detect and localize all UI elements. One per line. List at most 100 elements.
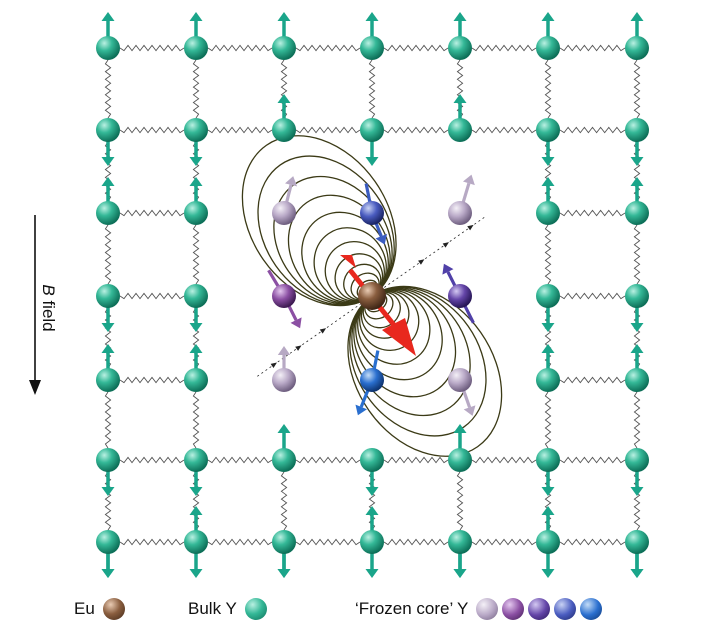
bulk-spin-arrow-icon (189, 569, 203, 578)
bulk-spin-arrow-icon (277, 94, 291, 103)
bulk-spin-arrow-icon (541, 506, 555, 515)
spring (559, 376, 626, 384)
bulk-y-atom (360, 118, 384, 142)
frozen-spin-arrow-icon (355, 404, 367, 416)
eu-atom (358, 282, 386, 310)
bulk-spin-arrow-icon (541, 323, 555, 332)
bulk-y-atom (96, 118, 120, 142)
frozen-spin-arrow-icon-shaft (446, 271, 457, 288)
bulk-y-atom (96, 530, 120, 554)
frozen-spin-arrow-icon (290, 317, 302, 329)
bulk-y-atom (625, 448, 649, 472)
spring (368, 59, 376, 119)
bulk-spin-arrow-icon (541, 344, 555, 353)
legend-frozen-label: ‘Frozen core’ Y (355, 599, 469, 618)
legend-frozen-core: ‘Frozen core’ Y (355, 596, 603, 622)
bulk-y-atom (625, 530, 649, 554)
frozen-spin-arrow-icon-shaft (461, 388, 472, 408)
bulk-spin-arrow-icon (101, 12, 115, 21)
frozen-spin-arrow-icon (277, 346, 291, 355)
bulk-y-atom (625, 368, 649, 392)
bulk-spin-arrow-icon (277, 12, 291, 21)
bulk-spin-arrow-icon (101, 157, 115, 166)
bulk-y-atom (96, 36, 120, 60)
legend-eu-label: Eu (74, 599, 95, 618)
bulk-spin-arrow-icon (101, 177, 115, 186)
bulk-spin-arrow-icon (101, 569, 115, 578)
spring (383, 126, 449, 134)
spring (104, 224, 112, 285)
spring (280, 471, 288, 531)
spring (192, 391, 200, 449)
spring (119, 126, 185, 134)
bulk-spin-arrow-icon (277, 569, 291, 578)
bulk-y-atom (536, 201, 560, 225)
bulk-y-atom (625, 284, 649, 308)
bulk-y-ball-icon (244, 598, 267, 620)
spring (559, 44, 626, 52)
frozen-spin-arrow-icon-shaft (284, 184, 293, 204)
frozen-core-y-atom (272, 284, 296, 308)
spring (559, 538, 626, 546)
bulk-y-atom (96, 201, 120, 225)
spring (192, 224, 200, 285)
bulk-y-atom (448, 530, 472, 554)
bulk-spin-arrow-icon (630, 323, 644, 332)
bulk-y-atom (184, 284, 208, 308)
frozen-ball-icon (476, 598, 499, 620)
bulk-spin-arrow-icon (453, 94, 467, 103)
bulk-y-atom (536, 530, 560, 554)
frozen-core-y-atom (448, 284, 472, 308)
bulk-spin-arrow-icon (630, 569, 644, 578)
spin-arrows (101, 12, 644, 578)
bulk-y-atom (96, 448, 120, 472)
bulk-y-atom (184, 368, 208, 392)
bulk-spin-arrow-icon (277, 424, 291, 433)
spring (544, 59, 552, 119)
frozen-core-y-atom (272, 368, 296, 392)
bulk-spin-arrow-icon (630, 12, 644, 21)
bulk-y-atom (184, 201, 208, 225)
spring (559, 292, 626, 300)
bulk-spin-arrow-icon (630, 177, 644, 186)
field-axis-arrow-icon (467, 224, 474, 231)
bulk-y-atom (448, 448, 472, 472)
bulk-spin-arrow-icon (189, 487, 203, 496)
bulk-spin-arrow-icon (541, 12, 555, 21)
b-field-label: B field (38, 268, 58, 348)
bulk-spin-arrow-icon (101, 344, 115, 353)
bulk-spin-arrow-icon (189, 177, 203, 186)
frozen-spin-tail (372, 350, 380, 371)
spring (633, 391, 641, 449)
bulk-spin-arrow-icon (541, 569, 555, 578)
bulk-spin-arrow-icon (189, 157, 203, 166)
bulk-y-atom (184, 36, 208, 60)
spring (295, 126, 361, 134)
field-axis-arrow-icon (319, 328, 327, 334)
frozen-ball-icon (580, 598, 603, 620)
field-axis-arrow-icon (270, 362, 277, 369)
bulk-y-atom (536, 284, 560, 308)
frozen-spin-arrow-icon (462, 174, 475, 186)
spring (207, 126, 273, 134)
bulk-y-atom (625, 36, 649, 60)
bulk-spin-arrow-icon (630, 487, 644, 496)
spring (119, 456, 185, 464)
spring (207, 44, 273, 52)
bulk-y-atom (360, 448, 384, 472)
bulk-spin-arrow-icon (365, 12, 379, 21)
spring (559, 126, 626, 134)
bulk-spin-arrow-icon (453, 569, 467, 578)
spring (471, 538, 537, 546)
field-axis-arrow-icon (442, 242, 450, 248)
frozen-spin-arrow-icon-shaft (461, 182, 471, 204)
bulk-y-atom (272, 448, 296, 472)
spring (207, 538, 273, 546)
frozen-ball-icon (554, 598, 577, 620)
bulk-spin-arrow-icon (453, 12, 467, 21)
eu-ball-icon (102, 598, 125, 620)
b-field-arrow-icon (29, 215, 41, 395)
bulk-y-atom (184, 448, 208, 472)
bulk-y-atom (360, 36, 384, 60)
